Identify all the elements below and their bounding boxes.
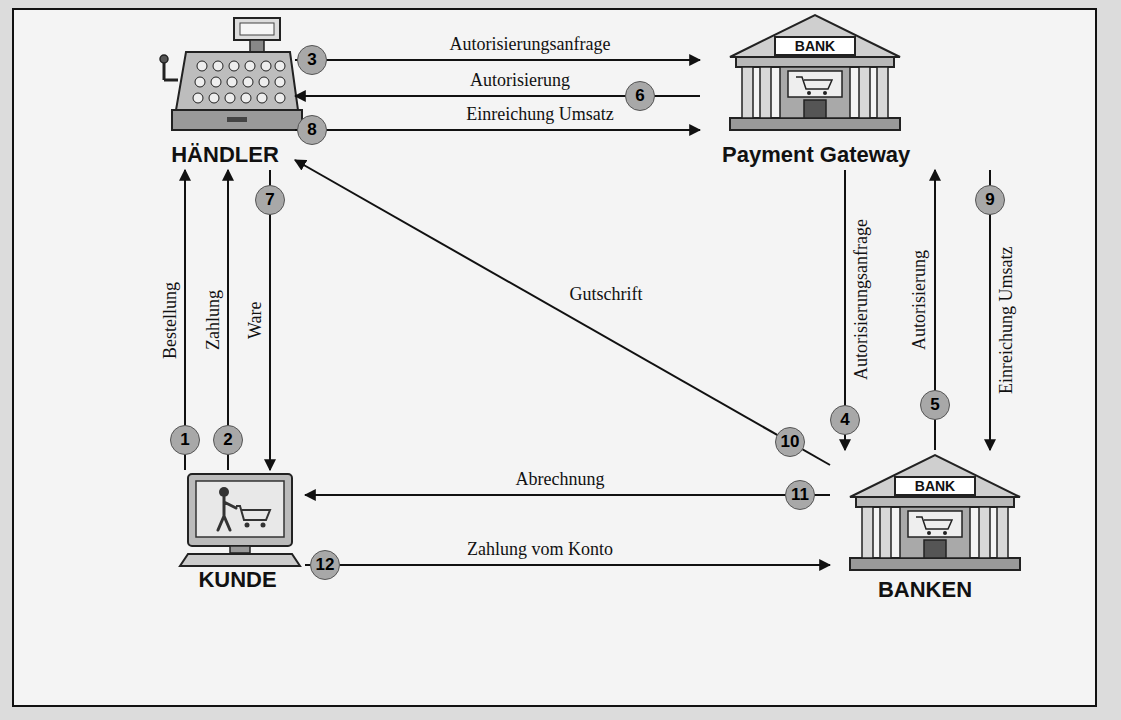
flow-arrow — [295, 160, 830, 465]
node-label: Payment Gateway — [722, 142, 910, 167]
node-label: HÄNDLER — [171, 142, 279, 167]
node-label: BANKEN — [878, 577, 972, 602]
edge-label: Abrechnung — [513, 469, 608, 490]
node-label: KUNDE — [198, 567, 276, 592]
edge-label: Ware — [245, 298, 266, 342]
actor-node: HÄNDLER — [155, 15, 295, 170]
edge-label: Einreichung Umsatz — [463, 104, 616, 125]
actor-node: KUNDE — [170, 470, 305, 595]
actor-node: BANKEN — [830, 450, 1020, 605]
edge-label: Bestellung — [160, 279, 181, 362]
edge-label: Einreichung Umsatz — [996, 243, 1017, 396]
edge-label: Autorisierung — [467, 70, 573, 91]
callout-number: 2 — [213, 425, 243, 455]
callout-number: 6 — [625, 81, 655, 111]
edge-label: Autorisierungsanfrage — [447, 34, 614, 55]
bank-sign-text: BANK — [795, 39, 835, 53]
callout-number: 4 — [830, 405, 860, 435]
callout-number: 7 — [255, 185, 285, 215]
cash-register — [160, 18, 302, 130]
computer — [180, 474, 300, 566]
callout-number: 1 — [170, 425, 200, 455]
callout-number: 9 — [975, 185, 1005, 215]
bank-sign-text: BANK — [915, 479, 955, 493]
edge-label: Autorisierungsanfrage — [851, 217, 872, 384]
flow-arrow — [269, 170, 271, 470]
callout-number: 10 — [775, 427, 805, 457]
callout-number: 8 — [297, 115, 327, 145]
edge-label: Autorisierung — [909, 247, 930, 353]
flow-arrow — [295, 129, 700, 131]
flow-arrow — [305, 564, 830, 566]
flow-arrow — [295, 59, 700, 61]
callout-number: 3 — [297, 45, 327, 75]
callout-number: 11 — [785, 480, 815, 510]
edge-label: Zahlung — [203, 287, 224, 353]
edge-label: Gutschrift — [567, 284, 646, 305]
actor-node: Payment Gateway — [700, 12, 1020, 170]
bank-building — [730, 15, 900, 130]
bank-building — [850, 455, 1020, 570]
callout-number: 5 — [920, 390, 950, 420]
flow-arrow — [305, 494, 830, 496]
edge-label: Zahlung vom Konto — [464, 539, 616, 560]
callout-number: 12 — [310, 550, 340, 580]
